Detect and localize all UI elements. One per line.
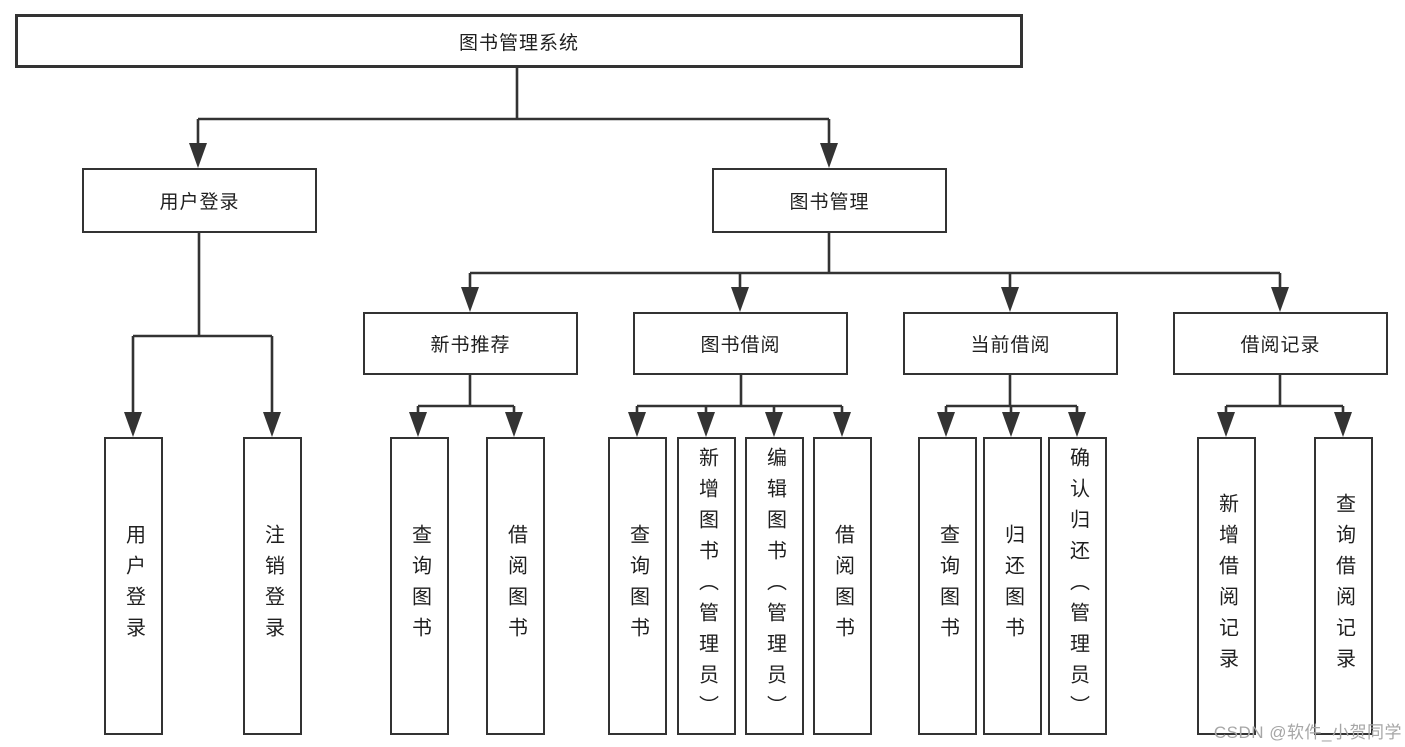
arrowhead-icon <box>937 412 955 437</box>
connector-new-book-children <box>409 375 523 437</box>
leaf-confirm-return-admin: 确认归还（管理员） <box>1048 437 1107 735</box>
arrowhead-icon <box>765 412 783 437</box>
leaf-query-books-recommend: 查询图书 <box>390 437 449 735</box>
node-book-borrowing: 图书借阅 <box>633 312 848 375</box>
node-root: 图书管理系统 <box>15 14 1023 68</box>
leaf-query-borrow-record: 查询借阅记录 <box>1314 437 1373 735</box>
node-borrowing-records: 借阅记录 <box>1173 312 1388 375</box>
arrowhead-icon <box>124 412 142 437</box>
node-book-management: 图书管理 <box>712 168 947 233</box>
connector-borrow-records-children <box>1217 375 1352 437</box>
arrowhead-icon <box>1271 287 1289 312</box>
arrowhead-icon <box>189 143 207 168</box>
arrowhead-icon <box>505 412 523 437</box>
arrowhead-icon <box>833 412 851 437</box>
arrowhead-icon <box>731 287 749 312</box>
leaf-logout: 注销登录 <box>243 437 302 735</box>
leaf-user-login: 用户登录 <box>104 437 163 735</box>
leaf-edit-book-admin: 编辑图书（管理员） <box>745 437 804 735</box>
arrowhead-icon <box>1334 412 1352 437</box>
arrowhead-icon <box>1002 412 1020 437</box>
arrowhead-icon <box>1217 412 1235 437</box>
node-new-book-recommend: 新书推荐 <box>363 312 578 375</box>
arrowhead-icon <box>1001 287 1019 312</box>
leaf-query-books-current: 查询图书 <box>918 437 977 735</box>
connector-book-mgmt-children <box>461 233 1289 312</box>
connector-user-login-children <box>124 233 281 437</box>
node-user-login: 用户登录 <box>82 168 317 233</box>
leaf-borrow-books: 借阅图书 <box>813 437 872 735</box>
leaf-add-borrow-record: 新增借阅记录 <box>1197 437 1256 735</box>
connector-book-borrow-children <box>628 375 851 437</box>
arrowhead-icon <box>697 412 715 437</box>
leaf-return-book: 归还图书 <box>983 437 1042 735</box>
connector-root-to-level2 <box>189 68 838 168</box>
node-current-borrowing: 当前借阅 <box>903 312 1118 375</box>
arrowhead-icon <box>409 412 427 437</box>
arrowhead-icon <box>461 287 479 312</box>
leaf-add-book-admin: 新增图书（管理员） <box>677 437 736 735</box>
leaf-query-books-borrowing: 查询图书 <box>608 437 667 735</box>
leaf-borrow-books-recommend: 借阅图书 <box>486 437 545 735</box>
csdn-watermark: CSDN @软件_小贺同学 <box>1213 723 1402 742</box>
arrowhead-icon <box>820 143 838 168</box>
arrowhead-icon <box>1068 412 1086 437</box>
connector-current-borrow-children <box>937 375 1086 437</box>
arrowhead-icon <box>628 412 646 437</box>
arrowhead-icon <box>263 412 281 437</box>
